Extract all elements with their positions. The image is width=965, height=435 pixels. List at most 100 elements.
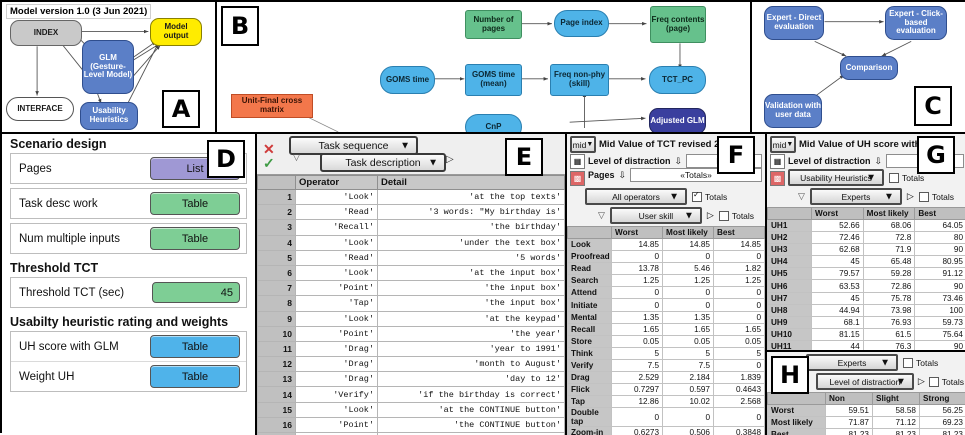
row-header: Double tap	[568, 408, 612, 427]
uh-corner-header	[768, 208, 812, 220]
filter-drop-icon-g-0[interactable]: ⇩	[875, 156, 883, 167]
dropdown-task-description-label: Task description	[345, 157, 420, 169]
filter-drop-icon-f-1[interactable]: ⇩	[619, 170, 627, 181]
table-row[interactable]: 16'Point''the CONTINUE button'	[258, 417, 565, 432]
table-row[interactable]: 11'Drag''year to 1991'	[258, 341, 565, 356]
table-row[interactable]: 14'Verify''if the birthday is correct'	[258, 387, 565, 402]
pivot-corner-button-g[interactable]: mid▼	[770, 136, 796, 153]
table-row[interactable]: 4'Look''under the text box'	[258, 235, 565, 250]
row-header: UH10	[768, 328, 812, 340]
button-task-desc-work-table[interactable]: Table	[150, 192, 240, 215]
totals-checkbox-f-1[interactable]: Totals	[719, 211, 754, 221]
row-header: Verify	[568, 359, 612, 371]
selector-user-skill-f[interactable]: User skill ▼	[610, 207, 702, 224]
pivot-corner-button-f[interactable]: mid▼	[570, 136, 596, 153]
dropdown-task-description[interactable]: Task description ▼	[320, 153, 446, 172]
totals-checkbox-g-1[interactable]: Totals	[919, 192, 954, 202]
expand-right-icon-f[interactable]: ▷	[707, 210, 714, 221]
triangle-collapse-icon[interactable]: ▽	[293, 152, 300, 163]
panel-badge-d: D	[207, 140, 245, 178]
label-num-multiple-inputs: Num multiple inputs	[19, 233, 120, 245]
selector-usability-heuristics-g[interactable]: Usability Heuristics ▼	[788, 169, 884, 186]
row-index: 13	[258, 372, 296, 387]
cell-best: 1.839	[714, 372, 765, 384]
confirm-icon[interactable]: ✓	[263, 155, 275, 172]
totals-checkbox-g-0[interactable]: Totals	[889, 173, 924, 183]
totals-checkbox-f-0[interactable]: Totals	[692, 192, 727, 202]
selector-experts-g[interactable]: Experts ▼	[810, 188, 902, 205]
expand-right-icon-g[interactable]: ▷	[907, 191, 914, 202]
selector-all-operators-f[interactable]: All operators ▼	[585, 188, 687, 205]
table-row[interactable]: 7'Point''the input box'	[258, 281, 565, 296]
table-row[interactable]: 12'Drag''month to August'	[258, 357, 565, 372]
table-row[interactable]: 5'Read''5 words'	[258, 250, 565, 265]
cell-worst: 1.65	[612, 323, 663, 335]
table-row[interactable]: 2'Read''3 words: "My birthday is'	[258, 205, 565, 220]
table-row[interactable]: 10'Point''the year'	[258, 326, 565, 341]
label-threshold-tct-sec: Threshold TCT (sec)	[19, 287, 124, 299]
table-row[interactable]: 6'Look''at the input box'	[258, 265, 565, 280]
table-row[interactable]: 8'Tap''the input box'	[258, 296, 565, 311]
cell-best: 1.82	[714, 263, 765, 275]
palette-icon-f[interactable]: ▩	[570, 171, 585, 186]
button-weight-uh-table[interactable]: Table	[150, 365, 240, 388]
selector-level-of-distraction-h[interactable]: Level of distraction ▼	[816, 373, 914, 390]
num-multiple-inputs-group: Num multiple inputs Table	[10, 223, 247, 254]
table-row[interactable]: 9'Look''at the keypad'	[258, 311, 565, 326]
grid-icon-f[interactable]: ▦	[570, 154, 585, 169]
totals-checkbox-h-1[interactable]: Totals	[929, 377, 964, 387]
expand-right-icon[interactable]: ▷	[446, 154, 454, 165]
table-row[interactable]: 3'Recall''the birthday'	[258, 220, 565, 235]
table-row[interactable]: 1'Look''at the top texts'	[258, 190, 565, 205]
cell-most-likely: 61.5	[863, 328, 915, 340]
palette-icon-g[interactable]: ▩	[770, 171, 785, 186]
button-uh-score-with-glm-table[interactable]: Table	[150, 335, 240, 358]
expand-right-icon-h[interactable]: ▷	[918, 376, 925, 387]
triangle-collapse-icon-g[interactable]: ▽	[798, 191, 805, 202]
filter-drop-icon-f-0[interactable]: ⇩	[675, 156, 683, 167]
selector-experts-h[interactable]: Experts ▼	[806, 354, 898, 371]
grid-icon-g[interactable]: ▦	[770, 154, 785, 169]
table-row[interactable]: 15'Look''at the CONTINUE button'	[258, 402, 565, 417]
cell-best: 90	[915, 280, 965, 292]
cell-most-likely: 2.184	[663, 372, 714, 384]
cell-most-likely: 71.9	[863, 244, 915, 256]
table-row[interactable]: 13'Drag''day to 12'	[258, 372, 565, 387]
cell-non: 71.87	[826, 417, 873, 429]
tct-header-most-likely: Most likely	[663, 227, 714, 239]
triangle-collapse-icon-f[interactable]: ▽	[598, 210, 605, 221]
button-num-multiple-inputs-table[interactable]: Table	[150, 227, 240, 250]
input-threshold-tct-value[interactable]: 45	[152, 282, 240, 303]
totals-checkbox-h-0[interactable]: Totals	[903, 358, 938, 368]
